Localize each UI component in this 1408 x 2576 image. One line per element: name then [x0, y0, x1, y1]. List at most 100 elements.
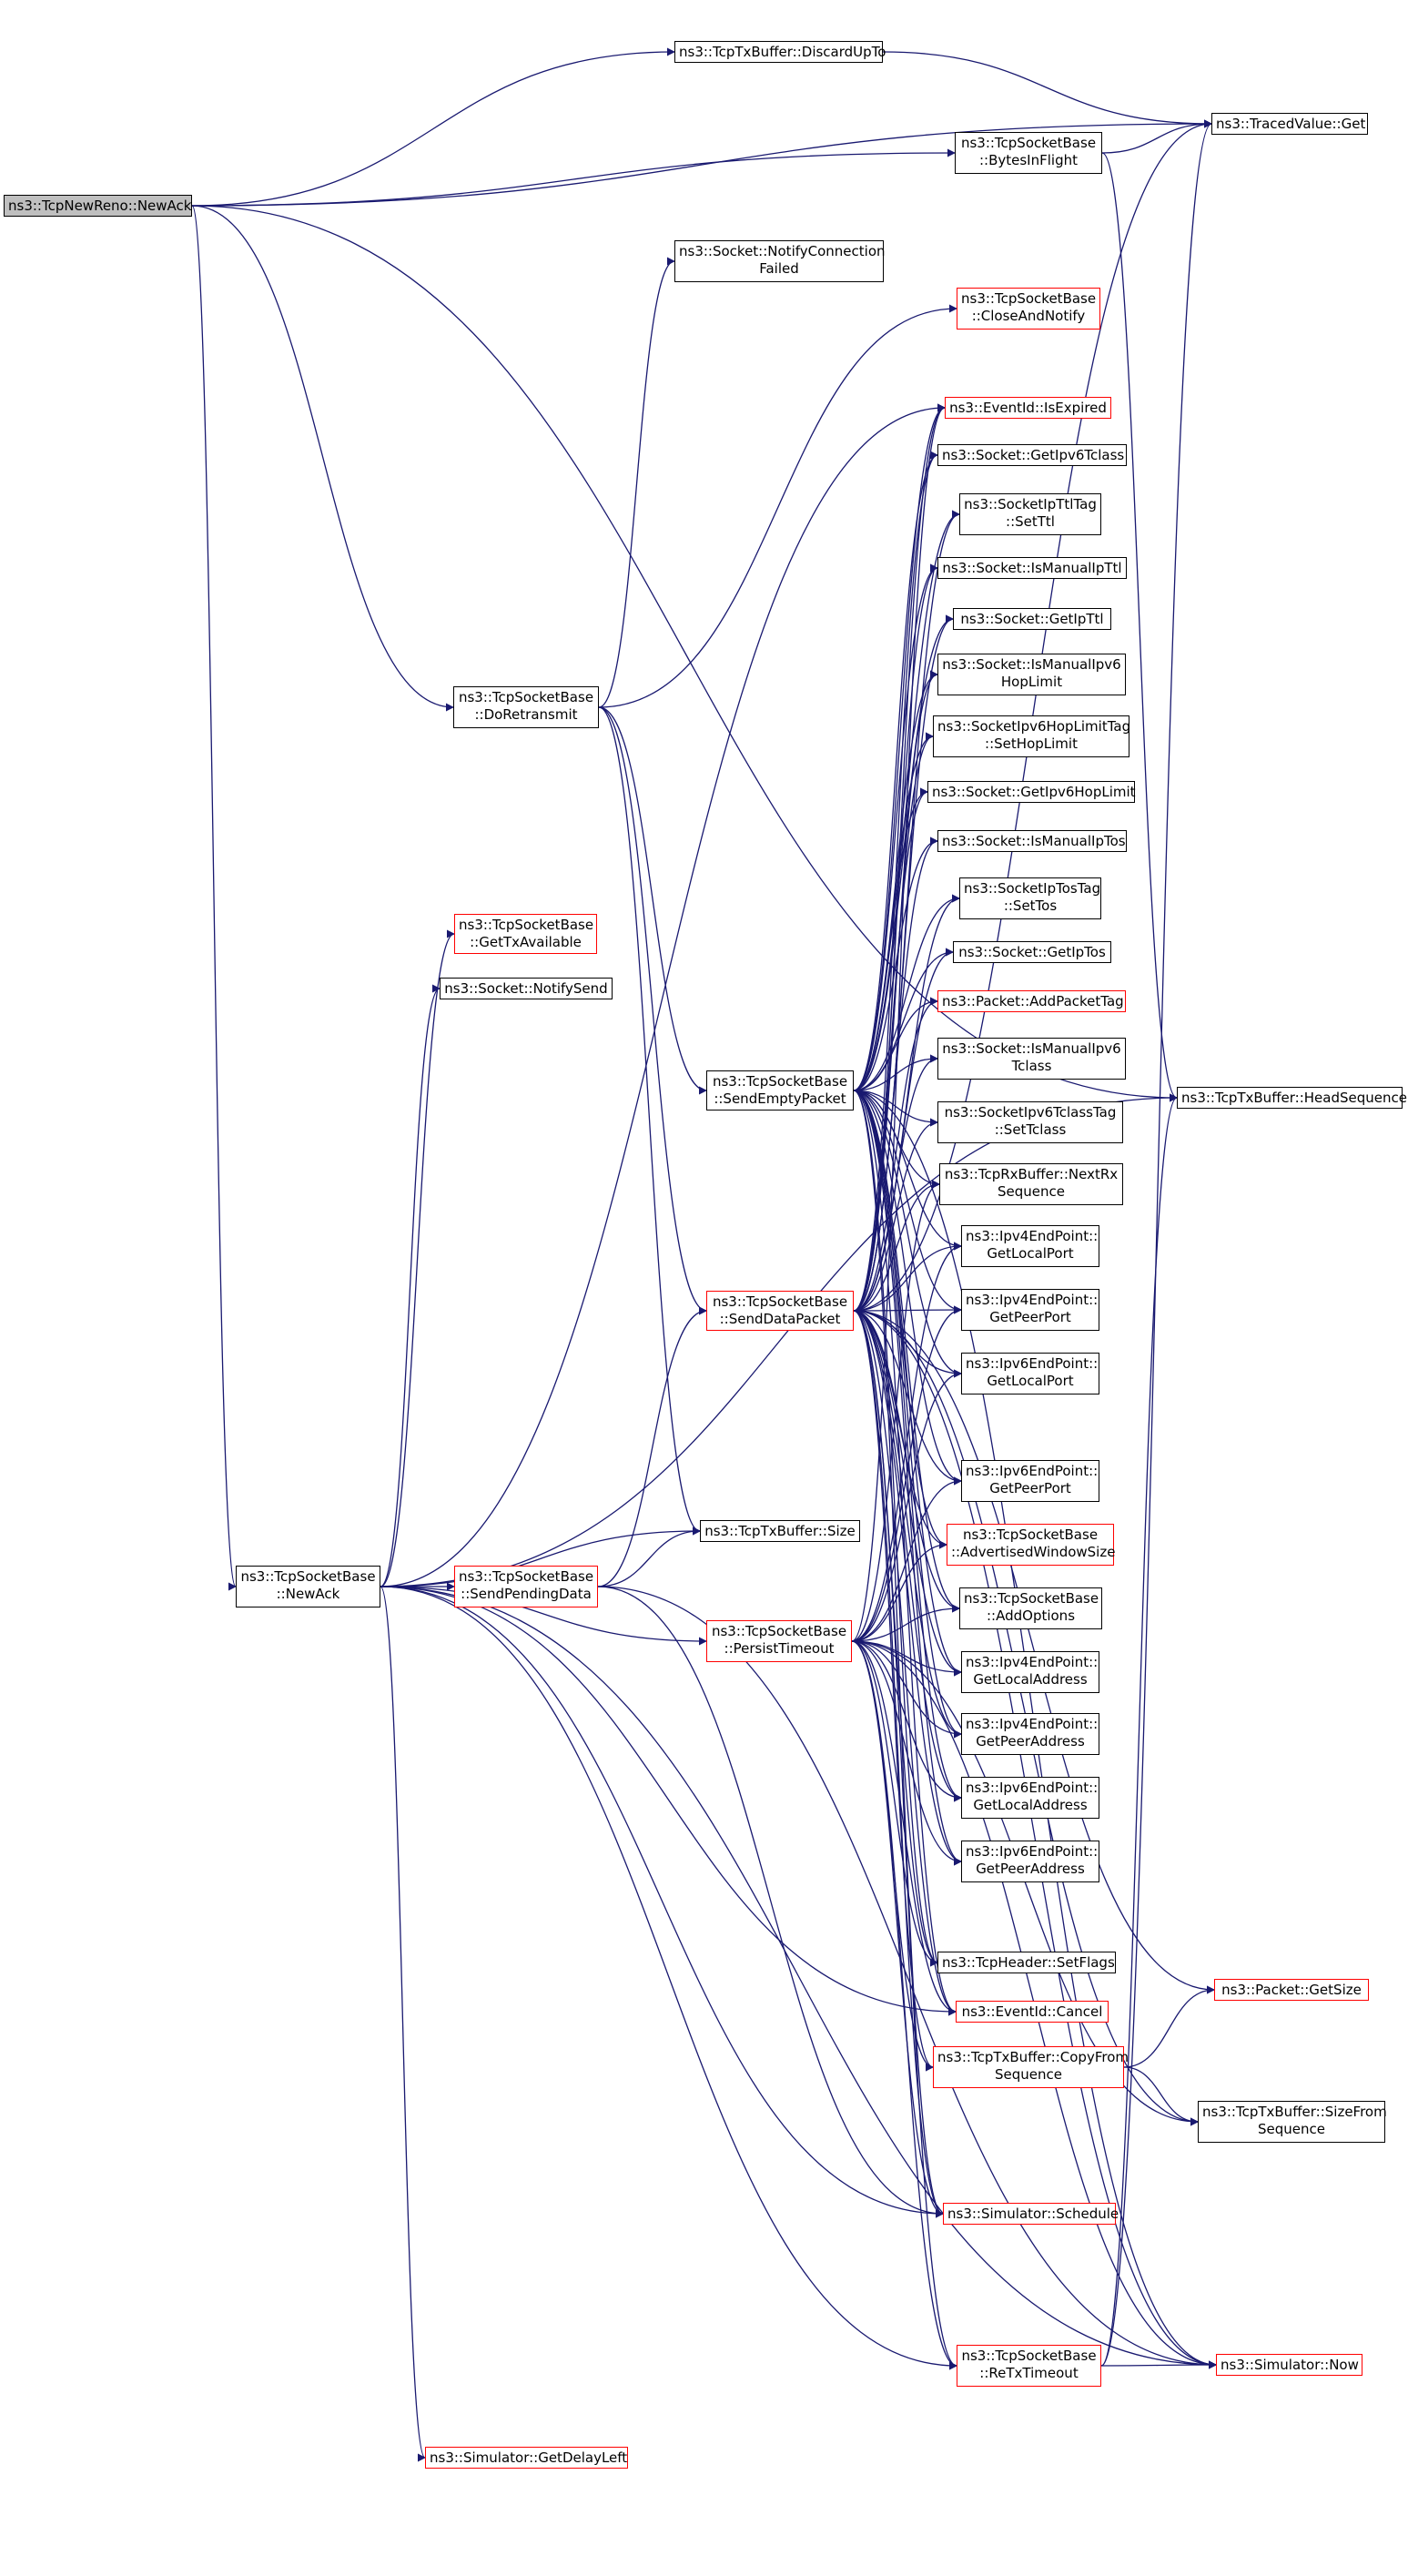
node-label-line: ns3::Socket::NotifySend: [444, 980, 608, 997]
node-eventid-cancel[interactable]: ns3::EventId::Cancel: [956, 2001, 1109, 2023]
call-edge-n01-n12: [191, 205, 454, 712]
node-label-line: ns3::TcpSocketBase: [712, 1073, 848, 1090]
call-edge-n28-n16: [853, 837, 938, 1312]
node-label-line: ns3::TcpSocketBase: [961, 290, 1097, 307]
call-edge-n28-n31: [853, 1310, 962, 1486]
node-tcpsocketbase-gettxavailable[interactable]: ns3::TcpSocketBase ::GetTxAvailable: [454, 914, 597, 954]
node-tcptxbuffer-copyfromsequence[interactable]: ns3::TcpTxBuffer::CopyFrom Sequence: [933, 2046, 1129, 2088]
call-edge-n28-n25: [853, 1118, 938, 1312]
call-edge-n37-n31: [851, 1476, 962, 1642]
node-label-line: Sequence: [998, 1183, 1065, 1200]
node-tcptxbuffer-headsequence[interactable]: ns3::TcpTxBuffer::HeadSequence: [1177, 1087, 1407, 1109]
node-ipv4endpoint-getpeeraddress[interactable]: ns3::Ipv4EndPoint:: GetPeerAddress: [961, 1713, 1099, 1755]
node-ipv6endpoint-getpeeraddress[interactable]: ns3::Ipv6EndPoint:: GetPeerAddress: [961, 1841, 1099, 1882]
call-edge-n12-n23: [598, 706, 707, 1095]
node-label-line: ns3::EventId::IsExpired: [949, 400, 1107, 416]
call-edge-n35-n32: [597, 1526, 701, 1587]
node-tcptxbuffer-size[interactable]: ns3::TcpTxBuffer::Size: [700, 1520, 860, 1542]
node-packet-getsize[interactable]: ns3::Packet::GetSize: [1214, 1979, 1369, 2001]
call-edge-n37-n41: [851, 1640, 962, 1866]
call-edge-n34-n50: [380, 1586, 426, 2462]
node-tcpsocketbase-retxtimeout[interactable]: ns3::TcpSocketBase ::ReTxTimeout: [957, 2345, 1101, 2387]
node-ipv6endpoint-getlocaladdress[interactable]: ns3::Ipv6EndPoint:: GetLocalAddress: [961, 1777, 1099, 1819]
call-edge-n28-n21: [853, 997, 938, 1312]
call-edge-n23-n41: [853, 1090, 962, 1866]
call-edge-n37-n40: [851, 1640, 962, 1802]
node-ipv6endpoint-getpeerport[interactable]: ns3::Ipv6EndPoint:: GetPeerPort: [961, 1460, 1099, 1502]
call-edge-n12-n32: [598, 706, 701, 1536]
node-label-line: ::ReTxTimeout: [979, 2365, 1079, 2381]
node-tracedvalue-get[interactable]: ns3::TracedValue::Get: [1211, 113, 1368, 135]
node-label-line: ns3::TcpSocketBase: [712, 1293, 848, 1310]
node-label-line: HopLimit: [1000, 674, 1063, 690]
node-label-line: ns3::TcpHeader::SetFlags: [942, 1954, 1115, 1971]
node-socketiptostag-settos[interactable]: ns3::SocketIpTosTag ::SetTos: [959, 877, 1101, 919]
call-edge-n23-n44: [853, 1090, 957, 2016]
node-tcpheader-setflags[interactable]: ns3::TcpHeader::SetFlags: [937, 1952, 1116, 1973]
node-tcpnewreno-newack[interactable]: ns3::TcpNewReno::NewAck: [4, 195, 192, 217]
node-socket-getipv6hoplimit[interactable]: ns3::Socket::GetIpv6HopLimit: [927, 781, 1136, 803]
node-socket-getiptos[interactable]: ns3::Socket::GetIpTos: [953, 941, 1111, 963]
node-socket-ismanualipttl[interactable]: ns3::Socket::IsManualIpTtl: [937, 557, 1127, 579]
node-socket-notifyconnectionfailed[interactable]: ns3::Socket::NotifyConnection Failed: [674, 240, 886, 282]
node-label-line: ::SetTtl: [1006, 513, 1055, 530]
call-edge-n34-n07: [380, 403, 946, 1587]
node-packet-addpackettag[interactable]: ns3::Packet::AddPacketTag: [937, 990, 1126, 1012]
node-tcpsocketbase-newack[interactable]: ns3::TcpSocketBase ::NewAck: [236, 1566, 380, 1607]
node-tcpsocketbase-sendpendingdata[interactable]: ns3::TcpSocketBase ::SendPendingData: [454, 1566, 598, 1607]
node-tcpsocketbase-closeandnotify[interactable]: ns3::TcpSocketBase ::CloseAndNotify: [957, 288, 1100, 330]
node-label-line: ns3::EventId::Cancel: [961, 2003, 1103, 2020]
node-socket-ismanualiptos[interactable]: ns3::Socket::IsManualIpTos: [937, 830, 1127, 852]
node-ipv4endpoint-getlocalport[interactable]: ns3::Ipv4EndPoint:: GetLocalPort: [961, 1225, 1099, 1267]
node-simulator-getdelayleft[interactable]: ns3::Simulator::GetDelayLeft: [425, 2447, 628, 2469]
node-label-line: ns3::Ipv6EndPoint::: [966, 1355, 1099, 1372]
call-edge-n48-n03: [1100, 119, 1212, 2367]
node-socket-getipttl[interactable]: ns3::Socket::GetIpTtl: [953, 608, 1111, 630]
node-socket-ismanualipv6hoplimit[interactable]: ns3::Socket::IsManualIpv6 HopLimit: [937, 654, 1126, 695]
node-tcptxbuffer-discardupto[interactable]: ns3::TcpTxBuffer::DiscardUpTo: [674, 41, 886, 63]
node-ipv4endpoint-getpeerport[interactable]: ns3::Ipv4EndPoint:: GetPeerPort: [961, 1289, 1099, 1331]
node-socketipttltag-setttl[interactable]: ns3::SocketIpTtlTag ::SetTtl: [959, 493, 1101, 535]
call-edge-n37-n29: [851, 1305, 962, 1642]
node-tcpsocketbase-doretransmit[interactable]: ns3::TcpSocketBase ::DoRetransmit: [453, 686, 599, 728]
call-edge-n23-n15: [853, 787, 928, 1091]
node-tcpsocketbase-persisttimeout[interactable]: ns3::TcpSocketBase ::PersistTimeout: [706, 1620, 852, 1662]
node-label-line: GetPeerPort: [989, 1309, 1071, 1325]
node-simulator-schedule[interactable]: ns3::Simulator::Schedule: [943, 2203, 1119, 2225]
node-label-line: ::NewAck: [276, 1586, 340, 1602]
node-ipv6endpoint-getlocalport[interactable]: ns3::Ipv6EndPoint:: GetLocalPort: [961, 1353, 1099, 1394]
node-simulator-now[interactable]: ns3::Simulator::Now: [1216, 2354, 1362, 2376]
node-label-line: ns3::TcpTxBuffer::CopyFrom: [937, 2049, 1129, 2065]
call-edge-n28-n36: [853, 1310, 960, 1613]
call-edge-n34-n17: [380, 929, 455, 1587]
node-label-line: ns3::TcpSocketBase: [459, 917, 594, 933]
node-socket-ismanualipv6tclass[interactable]: ns3::Socket::IsManualIpv6 Tclass: [937, 1038, 1126, 1080]
node-socket-getipv6tclass[interactable]: ns3::Socket::GetIpv6Tclass: [937, 444, 1127, 466]
node-tcprxbuffer-nextrxsequence[interactable]: ns3::TcpRxBuffer::NextRx Sequence: [939, 1163, 1123, 1205]
node-tcpsocketbase-sendemptypacket[interactable]: ns3::TcpSocketBase ::SendEmptyPacket: [706, 1070, 854, 1111]
node-tcpsocketbase-advertisedwindowsize[interactable]: ns3::TcpSocketBase ::AdvertisedWindowSiz…: [947, 1524, 1116, 1566]
node-label-line: ns3::Ipv6EndPoint::: [966, 1463, 1099, 1479]
node-socket-notifysend[interactable]: ns3::Socket::NotifySend: [440, 978, 613, 999]
node-label-line: ns3::Ipv4EndPoint::: [966, 1228, 1099, 1244]
node-label-line: ns3::Packet::AddPacketTag: [942, 993, 1124, 1009]
call-edge-n45-n43: [1123, 1985, 1215, 2068]
node-socketipv6hoplimittag-sethoplimit[interactable]: ns3::SocketIpv6HopLimitTag ::SetHopLimit: [933, 715, 1130, 757]
node-eventid-isexpired[interactable]: ns3::EventId::IsExpired: [945, 397, 1111, 419]
node-tcptxbuffer-sizefromsequence[interactable]: ns3::TcpTxBuffer::SizeFrom Sequence: [1198, 2101, 1387, 2143]
node-label-line: ::SetTclass: [994, 1121, 1067, 1138]
node-ipv4endpoint-getlocaladdress[interactable]: ns3::Ipv4EndPoint:: GetLocalAddress: [961, 1651, 1099, 1693]
node-tcpsocketbase-addoptions[interactable]: ns3::TcpSocketBase ::AddOptions: [959, 1587, 1102, 1629]
call-edge-n23-n30: [853, 1090, 962, 1378]
node-label-line: Failed: [759, 260, 799, 277]
node-label-line: ns3::TcpTxBuffer::DiscardUpTo: [679, 44, 886, 60]
node-label-line: ::AdvertisedWindowSize: [951, 1544, 1116, 1560]
node-label-line: GetLocalPort: [987, 1373, 1074, 1389]
node-label-line: ns3::TracedValue::Get: [1216, 116, 1366, 132]
node-tcpsocketbase-senddatapacket[interactable]: ns3::TcpSocketBase ::SendDataPacket: [706, 1291, 854, 1331]
node-label-line: ns3::TcpSocketBase: [240, 1568, 376, 1585]
node-socketipv6tclasstag-settclass[interactable]: ns3::SocketIpv6TclassTag ::SetTclass: [937, 1101, 1123, 1143]
call-edge-n28-n26: [853, 1180, 940, 1312]
node-tcpsocketbase-bytesinflight[interactable]: ns3::TcpSocketBase ::BytesInFlight: [955, 132, 1102, 174]
